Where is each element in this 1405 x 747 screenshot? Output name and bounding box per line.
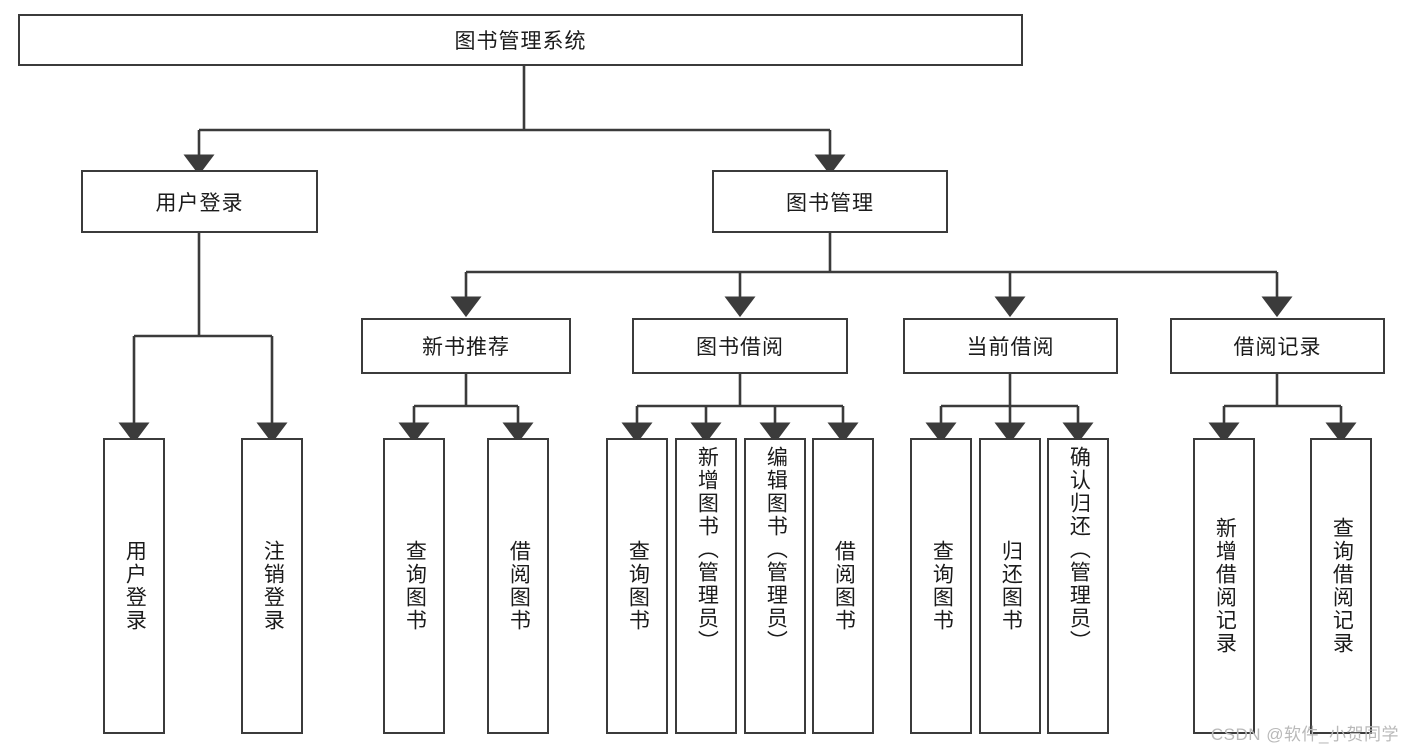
- leaf-label: 用户登录: [123, 540, 147, 632]
- leaf-query-book-current[interactable]: 查询图书: [910, 438, 972, 734]
- node-borrow-record[interactable]: 借阅记录: [1170, 318, 1385, 374]
- leaf-return-book[interactable]: 归还图书: [979, 438, 1041, 734]
- node-label: 图书管理系统: [454, 30, 587, 53]
- leaf-label: 新增图书（管理员）: [695, 446, 719, 653]
- leaf-user-logout[interactable]: 注销登录: [241, 438, 303, 734]
- leaf-label: 查询图书: [403, 540, 427, 632]
- node-current-borrow[interactable]: 当前借阅: [903, 318, 1118, 374]
- csdn-watermark: CSDN @软件_小贺同学: [1210, 725, 1399, 744]
- node-label: 借阅记录: [1233, 336, 1322, 359]
- node-label: 新书推荐: [422, 336, 510, 359]
- node-book-borrow[interactable]: 图书借阅: [632, 318, 848, 374]
- leaf-borrow-book[interactable]: 借阅图书: [812, 438, 874, 734]
- node-user-login[interactable]: 用户登录: [81, 170, 318, 233]
- node-root-system[interactable]: 图书管理系统: [18, 14, 1023, 66]
- leaf-user-login[interactable]: 用户登录: [103, 438, 165, 734]
- leaf-label: 查询图书: [930, 540, 954, 632]
- leaf-query-borrow-record[interactable]: 查询借阅记录: [1310, 438, 1372, 734]
- leaf-label: 编辑图书（管理员）: [764, 446, 788, 653]
- node-new-book-recommend[interactable]: 新书推荐: [361, 318, 571, 374]
- leaf-edit-book-admin[interactable]: 编辑图书（管理员）: [744, 438, 806, 734]
- leaf-label: 新增借阅记录: [1213, 517, 1237, 655]
- leaf-label: 归还图书: [999, 540, 1023, 632]
- leaf-label: 注销登录: [261, 540, 285, 632]
- leaf-label: 查询借阅记录: [1330, 517, 1354, 655]
- leaf-label: 借阅图书: [832, 540, 856, 632]
- leaf-add-book-admin[interactable]: 新增图书（管理员）: [675, 438, 737, 734]
- leaf-confirm-return-admin[interactable]: 确认归还（管理员）: [1047, 438, 1109, 734]
- node-book-management[interactable]: 图书管理: [712, 170, 948, 233]
- node-label: 用户登录: [155, 191, 244, 215]
- leaf-label: 确认归还（管理员）: [1067, 446, 1091, 653]
- leaf-query-book-recommend[interactable]: 查询图书: [383, 438, 445, 734]
- leaf-label: 查询图书: [626, 540, 650, 632]
- leaf-query-book-borrow[interactable]: 查询图书: [606, 438, 668, 734]
- leaf-borrow-book-recommend[interactable]: 借阅图书: [487, 438, 549, 734]
- node-label: 图书借阅: [696, 336, 784, 359]
- node-label: 当前借阅: [966, 336, 1055, 359]
- node-label: 图书管理: [786, 191, 874, 215]
- leaf-add-borrow-record[interactable]: 新增借阅记录: [1193, 438, 1255, 734]
- leaf-label: 借阅图书: [507, 540, 531, 632]
